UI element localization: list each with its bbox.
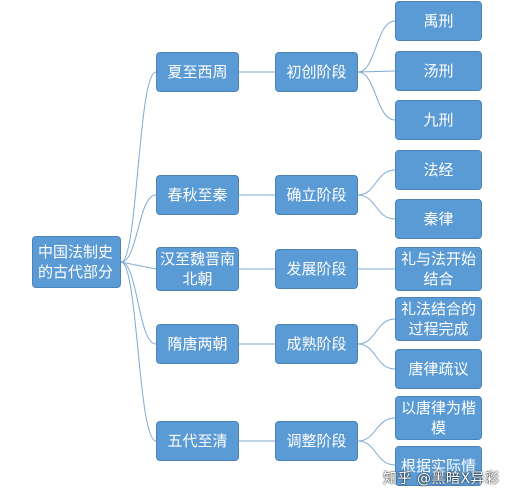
stage-adjustment: 调整阶段 — [275, 421, 358, 461]
item-tang-lv-shu-yi: 唐律疏议 — [395, 349, 482, 389]
period-xia-to-western-zhou: 夏至西周 — [156, 52, 239, 92]
connector-stage-item-4-1 — [357, 440, 396, 466]
stage-establishment: 确立阶段 — [275, 175, 358, 215]
connector-stage-item-3-1 — [357, 343, 396, 370]
stage-development: 发展阶段 — [275, 249, 358, 289]
period-spring-autumn-to-qin: 春秋至秦 — [156, 175, 239, 215]
stage-maturity: 成熟阶段 — [275, 324, 358, 364]
root-node: 中国法制史 的古代部分 — [32, 236, 121, 288]
period-sui-tang: 隋唐两朝 — [156, 324, 239, 364]
item-yu-xing: 禹刑 — [395, 1, 482, 41]
stage-founding: 初创阶段 — [275, 52, 358, 92]
item-qin-lv: 秦律 — [395, 199, 482, 239]
connector-stage-item-0-1 — [357, 70, 396, 73]
item-based-on-reality: 根据实际情 — [395, 446, 482, 486]
item-tang-xing: 汤刑 — [395, 51, 482, 91]
connector-root-period-1 — [120, 194, 157, 263]
connector-root-period-4 — [120, 261, 157, 442]
watermark: 知乎 @黑暗X异彩 — [383, 471, 500, 487]
item-jiu-xing: 九刑 — [395, 100, 482, 140]
item-li-fa-complete: 礼法结合的 过程完成 — [395, 297, 482, 341]
connector-stage-item-4-0 — [357, 417, 396, 442]
period-han-to-northern-southern: 汉至魏晋南 北朝 — [156, 247, 239, 291]
connector-root-period-0 — [120, 71, 157, 263]
item-tang-lv-model: 以唐律为楷 模 — [395, 396, 482, 440]
connector-stage-item-1-1 — [357, 194, 396, 220]
item-li-fa-begin: 礼与法开始 结合 — [395, 247, 482, 291]
connector-stage-item-3-0 — [357, 318, 396, 345]
connector-stage-item-0-2 — [357, 71, 396, 121]
item-fa-jing: 法经 — [395, 150, 482, 190]
connector-stage-item-1-0 — [357, 169, 396, 196]
connector-stage-item-0-0 — [357, 20, 396, 73]
connector-root-period-3 — [120, 261, 157, 345]
connector-root-period-2 — [120, 261, 157, 270]
period-five-dynasties-to-qing: 五代至清 — [156, 421, 239, 461]
